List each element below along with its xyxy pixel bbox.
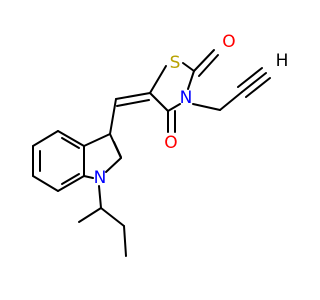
bond	[57, 175, 85, 192]
indole-benzene-ring	[32, 130, 85, 192]
bond	[32, 130, 59, 147]
propargyl-group	[192, 67, 271, 111]
bond	[32, 175, 59, 192]
triple-bond	[237, 67, 263, 88]
bond	[192, 103, 221, 111]
bond	[98, 185, 102, 209]
double-bond	[116, 99, 150, 107]
molecule-structure: S O O N N H	[32, 32, 289, 257]
nitrogen-atom-label-ring: N	[180, 88, 193, 108]
carbonyl-bond	[198, 54, 219, 77]
bond	[149, 92, 169, 112]
nitrogen-atom-label-indole: N	[94, 168, 107, 188]
indole-pyrrole-ring	[83, 133, 122, 179]
bond	[78, 207, 102, 223]
bond	[167, 103, 181, 112]
bond	[182, 62, 195, 72]
oxygen-atom-label-top: O	[222, 32, 235, 52]
bond	[57, 130, 85, 147]
thiazolidinedione-ring	[149, 49, 219, 133]
triple-bond	[245, 77, 271, 98]
double-bond-inner	[61, 173, 80, 185]
bond	[83, 133, 111, 147]
sec-butyl-group	[78, 185, 127, 257]
double-bond	[115, 92, 151, 100]
bond	[219, 91, 243, 111]
bond	[109, 98, 117, 135]
oxygen-atom-label-bottom: O	[164, 133, 177, 153]
terminal-hydrogen-label: H	[276, 51, 289, 71]
double-bond-inner	[61, 137, 80, 149]
bond	[105, 157, 122, 173]
sulfur-atom-label: S	[170, 53, 181, 73]
triple-bond	[241, 72, 267, 93]
bond	[83, 175, 94, 179]
carbonyl-bond	[193, 49, 215, 72]
double-bond-inner	[113, 141, 122, 158]
bond	[187, 70, 195, 90]
bond	[100, 207, 125, 227]
bond	[123, 225, 127, 257]
methylidene-linker	[109, 92, 151, 135]
bond	[149, 65, 167, 94]
